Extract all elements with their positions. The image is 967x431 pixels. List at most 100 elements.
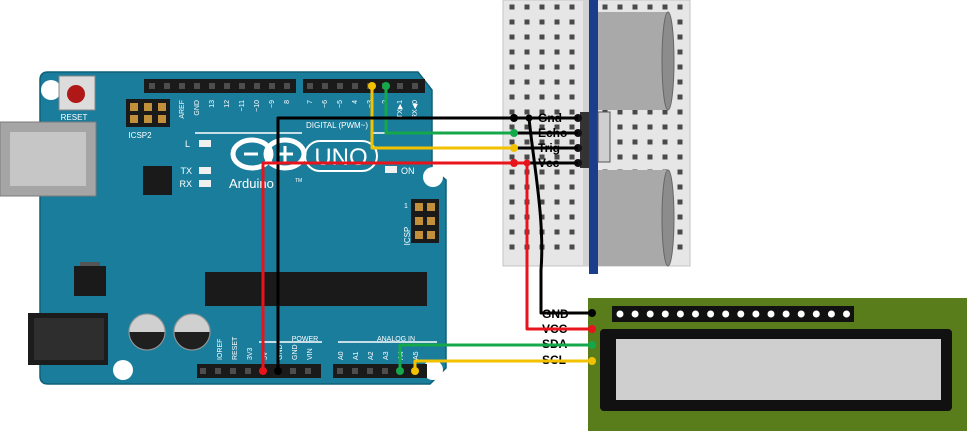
breadboard-hole	[632, 139, 638, 145]
digital-header-pin	[179, 83, 185, 89]
breadboard-hole	[539, 49, 545, 55]
breadboard-hole	[554, 124, 560, 130]
breadboard-hole	[632, 154, 638, 160]
power-pin-label: IOREF	[217, 339, 224, 360]
breadboard-hole	[677, 79, 683, 85]
icsp2-pin	[158, 103, 166, 111]
icsp2-pin	[158, 115, 166, 123]
lcd-header-pin	[797, 310, 805, 318]
breadboard-hole	[509, 109, 515, 115]
breadboard-hole	[539, 154, 545, 160]
breadboard-hole	[569, 124, 575, 130]
breadboard-hole	[647, 139, 653, 145]
analog-pin-label: A5	[413, 351, 420, 360]
power-pin-label: 5V	[262, 351, 269, 360]
icsp2-label: ICSP2	[128, 131, 152, 140]
wire-trig	[370, 86, 514, 150]
breadboard-hole	[539, 124, 545, 130]
digital-pin-label: 8	[284, 100, 291, 104]
led-tx-label: TX	[180, 166, 192, 176]
atmega-chip	[205, 272, 427, 306]
digital-pin-label: AREF	[179, 100, 186, 119]
breadboard-hole	[524, 49, 530, 55]
digital-header-pin	[412, 83, 418, 89]
lcd-header-pin	[767, 310, 775, 318]
breadboard-hole	[539, 169, 545, 175]
lcd-header	[612, 306, 854, 322]
breadboard-hole	[647, 154, 653, 160]
icsp-pin	[415, 217, 423, 225]
reset-button	[58, 75, 96, 111]
breadboard-hole	[524, 139, 530, 145]
digital-pin-label: TX▶1	[397, 100, 404, 118]
breadboard-hole	[554, 94, 560, 100]
mounting-hole	[113, 360, 133, 380]
lcd-header-pin	[646, 310, 654, 318]
mounting-hole	[423, 167, 443, 187]
breadboard-hole	[554, 154, 560, 160]
breadboard-hole	[677, 109, 683, 115]
breadboard-hole	[569, 64, 575, 70]
bottom-headers	[197, 364, 427, 378]
icsp-pin	[427, 231, 435, 239]
digital-pin-label: 13	[209, 100, 216, 108]
lcd-header-pin	[722, 310, 730, 318]
digital-header-pin	[352, 83, 358, 89]
breadboard-hole	[509, 244, 515, 250]
breadboard-hole	[554, 139, 560, 145]
breadboard-hole	[632, 124, 638, 130]
breadboard-hole	[509, 139, 515, 145]
lcd-header-pin	[631, 310, 639, 318]
capacitor	[173, 313, 211, 351]
digital-header-pin	[164, 83, 170, 89]
breadboard-hole	[524, 79, 530, 85]
digital-header-pin	[284, 83, 290, 89]
lcd-header-pin	[843, 310, 850, 318]
power-label: POWER	[292, 336, 318, 343]
icsp-label: ICSP	[403, 227, 412, 246]
breadboard-hole	[677, 184, 683, 190]
digital-header-pin	[194, 83, 200, 89]
icsp-pin1: 1	[404, 203, 408, 210]
breadboard-hole	[662, 109, 668, 115]
breadboard-hole	[509, 49, 515, 55]
wire-lcd-vcc	[514, 161, 592, 331]
usb-chip	[143, 166, 172, 195]
analog-header-pin	[337, 368, 343, 374]
wire-lcd-gnd	[527, 117, 592, 315]
breadboard-hole	[554, 244, 560, 250]
breadboard-hole	[509, 19, 515, 25]
digital-pin-label: ~10	[254, 100, 261, 112]
breadboard-hole	[662, 124, 668, 130]
icsp-header	[411, 199, 439, 243]
breadboard-hole	[569, 154, 575, 160]
lcd-header-pin	[782, 310, 790, 318]
digital-header-pin	[209, 83, 215, 89]
breadboard-hole	[569, 79, 575, 85]
breadboard-hole	[569, 244, 575, 250]
breadboard-hole	[509, 64, 515, 70]
analog-header-pin	[367, 368, 373, 374]
breadboard-hole	[677, 169, 683, 175]
breadboard-hole	[524, 64, 530, 70]
breadboard-hole	[509, 169, 515, 175]
digital-pin-label: ~5	[337, 100, 344, 108]
wire-endpoints	[259, 82, 596, 375]
breadboard-hole	[569, 109, 575, 115]
tm-mark: TM	[295, 178, 302, 184]
power-header-pin	[200, 368, 206, 374]
breadboard-hole	[677, 154, 683, 160]
analog-pin-label: A1	[353, 351, 360, 360]
breadboard-hole	[677, 49, 683, 55]
led-on	[385, 166, 397, 173]
led-rx-label: RX	[179, 179, 192, 189]
power-pin-label: VIN	[307, 348, 314, 360]
voltage-regulator	[74, 266, 106, 296]
breadboard-hole	[509, 184, 515, 190]
digital-pin-label: 12	[224, 100, 231, 108]
breadboard-hole	[569, 214, 575, 220]
breadboard-hole	[569, 94, 575, 100]
reset-button-cap	[67, 85, 85, 103]
breadboard-hole	[524, 109, 530, 115]
sensor-transducer-top	[598, 12, 668, 110]
